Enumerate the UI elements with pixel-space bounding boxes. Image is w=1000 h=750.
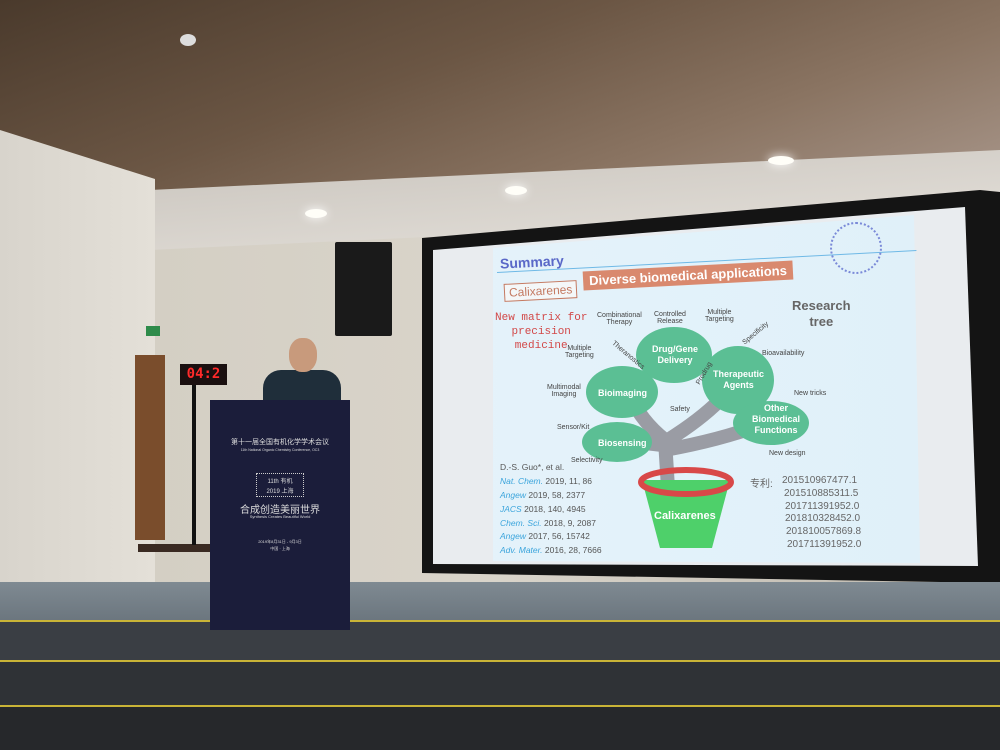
pot-label: Calixarenes [654,510,716,522]
patent: 201810328452.0 [785,513,861,524]
patent: 201810057869.8 [786,526,862,537]
branch-label: Controlled Release [654,311,686,325]
blob-other [733,401,809,445]
conference-logo [256,473,304,497]
research-tree-label: Research tree [792,298,851,329]
tree-trunk [599,392,763,521]
blob-bioimaging [586,366,658,418]
branch-label: Sensor/Kit [557,424,590,431]
pot-rim [638,467,734,497]
branch-label: Multiple Targeting [705,309,734,323]
blob-label: Other Biomedical Functions [752,403,801,435]
blob-label: Therapeutic Agents [713,369,765,390]
patent: 201510885311.5 [784,488,859,499]
authors: D.-S. Guo*, et al. [500,462,565,472]
timer-stand [192,385,196,545]
speaker [335,242,392,336]
reference: Nat. Chem. 2019, 11, 86 [500,476,592,486]
podium [210,400,350,630]
stage-step [0,620,1000,660]
logo-text: 11th 有机 [267,479,293,485]
podium-date: 2019年8月31日 - 9月3日 [258,539,302,544]
logo-text: 2019 上海 [266,489,294,495]
branch-label: Multiple Targeting [565,345,594,359]
podium-title-en: 11th National Organic Chemistry Conferen… [240,448,320,452]
reference: Chem. Sci. 2018, 9, 2087 [500,518,596,528]
branch-label: New design [769,450,806,457]
stage-step [0,705,1000,750]
side-table [138,544,213,552]
smoke-detector [180,34,196,46]
blob-therapeutic [702,346,774,414]
branch-label: Combinational Therapy [597,312,642,326]
door [135,355,165,540]
branch-label: Bioavailability [762,350,805,357]
ceiling-light [505,186,527,195]
countdown-timer: 04:2 [180,364,227,385]
stage-step [0,660,1000,705]
blob-label: Bioimaging [598,388,647,398]
speaker-person-head [289,338,317,372]
pot [642,480,730,548]
reference: Angew 2019, 58, 2377 [500,490,586,500]
left-wall [0,130,155,620]
blob-drug [636,327,712,383]
blob-label: Biosensing [598,438,647,448]
reference: JACS 2018, 140, 4945 [500,504,586,514]
podium-title-cn: 第十一届全国有机化学学术会议 [231,439,329,446]
patent: 201510967477.1 [782,475,858,486]
patent: 201711391952.0 [787,539,862,550]
blob-biosensing [582,422,652,462]
ceiling-light [305,209,327,218]
branch-label: New tricks [794,390,827,397]
branch-label: Safety [670,406,690,413]
reference: Angew 2017, 56, 15742 [500,531,590,541]
blob-label: Drug/Gene Delivery [652,344,699,365]
logo-seal-icon [830,222,882,274]
ceiling-light [768,156,794,165]
podium-place: 中国 · 上海 [270,546,290,551]
patent-label: 专利: [750,479,773,490]
branch-label: Multimodal Imaging [547,384,581,398]
exit-sign [146,326,160,336]
note: New matrix for precision medicine [495,312,588,352]
branch-label: Selectivity [571,457,603,464]
patent: 201711391952.0 [785,501,860,512]
reference: Adv. Mater. 2016, 28, 7666 [500,545,602,555]
podium-slogan-cn: 合成创造美丽世界 [240,505,320,516]
podium-slogan-en: Synthesis Creates Beautiful World [249,514,311,519]
